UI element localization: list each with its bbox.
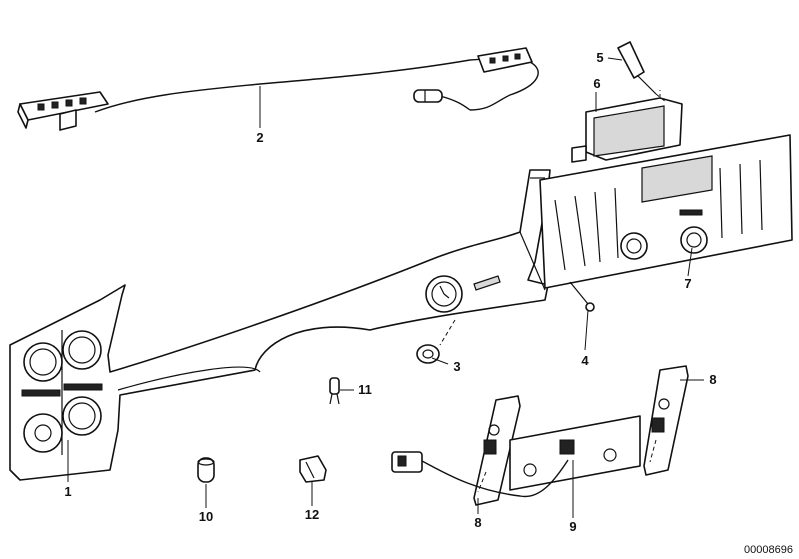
- small-bulb: [329, 377, 340, 405]
- left-harness-connector: [17, 91, 109, 131]
- display-holder: [571, 90, 683, 163]
- label-part-8-right: 8: [709, 372, 716, 387]
- label-part-9: 9: [569, 519, 576, 534]
- leader-lines: [67, 57, 704, 518]
- label-part-2: 2: [256, 130, 263, 145]
- label-part-4: 4: [581, 353, 589, 368]
- switch-carrier-left: [473, 395, 521, 506]
- label-part-11: 11: [358, 382, 372, 397]
- screw: [569, 281, 595, 312]
- clip: [299, 455, 327, 483]
- switch-panel: [391, 415, 641, 498]
- label-part-7: 7: [684, 276, 691, 291]
- part-labels: 1 2 3 4 5 6 7 8 8 9 10 11 12: [64, 50, 716, 534]
- cable-harness: [17, 47, 539, 131]
- label-part-8-left: 8: [474, 515, 481, 530]
- switch-panel-connector: [391, 451, 423, 473]
- dashboard-trim-panel: [9, 169, 551, 481]
- drawing-number: 00008696: [744, 544, 793, 556]
- label-part-6: 6: [593, 76, 600, 91]
- console-plate: [539, 134, 793, 289]
- pin: [617, 41, 667, 103]
- bulb-socket: [416, 319, 456, 364]
- label-part-12: 12: [305, 507, 319, 522]
- label-part-1: 1: [64, 484, 71, 499]
- label-part-5: 5: [596, 50, 603, 65]
- label-part-10: 10: [199, 509, 213, 524]
- switch-carrier-right: [643, 365, 689, 476]
- harness-plug: [413, 89, 443, 103]
- label-part-3: 3: [453, 359, 460, 374]
- right-harness-connector: [477, 47, 533, 73]
- plug-cap: [197, 457, 215, 483]
